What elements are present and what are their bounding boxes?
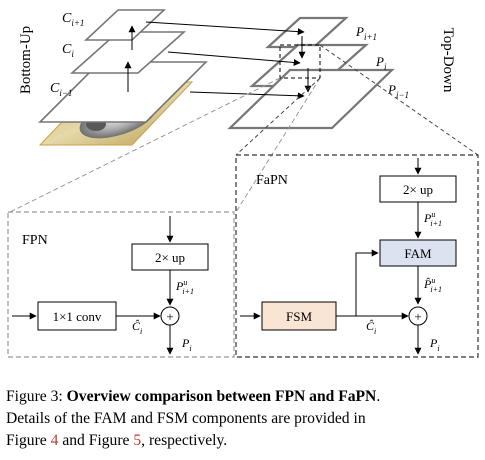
figure-caption: Figure 3: Overview comparison between FP… (6, 386, 482, 452)
label-c-i: Ci (62, 42, 74, 59)
plane-p-i-plus-1 (265, 16, 349, 49)
label-p-i-minus-1: Pi−1 (387, 82, 409, 100)
fpn-conv-label: 1×1 conv (53, 309, 102, 324)
fpn-conv-box (37, 301, 117, 331)
caption-line-3: Figure 4 and Figure 5, respectively. (6, 432, 228, 449)
fapn-up-label: 2× up (403, 182, 433, 197)
caption-line-1: Figure 3: Overview comparison between FP… (6, 386, 482, 408)
label-c-i-minus-1: Ci−1 (50, 81, 72, 98)
fapn-p-out-label: Pi (429, 336, 440, 353)
side-label-top-down: Top-Down (440, 28, 456, 93)
fam-box (379, 239, 457, 267)
figure-5-link[interactable]: 5 (133, 432, 142, 449)
fpn-up-box (131, 243, 209, 271)
side-label-bottom-up: Bottom-Up (18, 26, 34, 94)
plane-c-i-plus-1 (83, 9, 167, 41)
fsm-label: FSM (286, 309, 312, 324)
figure-4-link[interactable]: 4 (50, 432, 59, 449)
fpn-up-label: 2× up (155, 250, 185, 265)
caption-line-2: Details of the FAM and FSM components ar… (6, 410, 366, 427)
caption-period: . (376, 388, 381, 405)
label-c-i-plus-1: Ci+1 (62, 11, 84, 28)
fpn-plus: + (166, 309, 173, 324)
fpn-p-out-label: Pi (181, 336, 192, 353)
label-p-i-plus-1: Pi+1 (355, 24, 377, 42)
fapn-plus: + (414, 309, 421, 324)
label-p-i: Pi (375, 54, 387, 72)
fpn-title: FPN (22, 233, 48, 248)
fsm-box (261, 301, 337, 331)
fapn-panel (235, 154, 479, 358)
plane-c-i-minus-1 (38, 61, 208, 123)
plane-c-i (69, 31, 187, 74)
fpn-c-hat-label: Ĉi (132, 319, 142, 336)
fapn-title: FaPN (256, 173, 288, 188)
caption-label: Figure 3: (6, 388, 67, 405)
diagram-canvas: Ci+1 Ci Ci−1 Pi+1 Pi Pi−1 Bottom-Up Top-… (7, 9, 479, 358)
caption-bold-title: Overview comparison between FPN and FaPN (66, 388, 377, 405)
fam-label: FAM (404, 246, 432, 261)
fapn-c-hat-label: Ĉi (366, 319, 376, 336)
fpn-panel (7, 211, 235, 358)
plane-p-i-minus-1 (227, 68, 395, 130)
